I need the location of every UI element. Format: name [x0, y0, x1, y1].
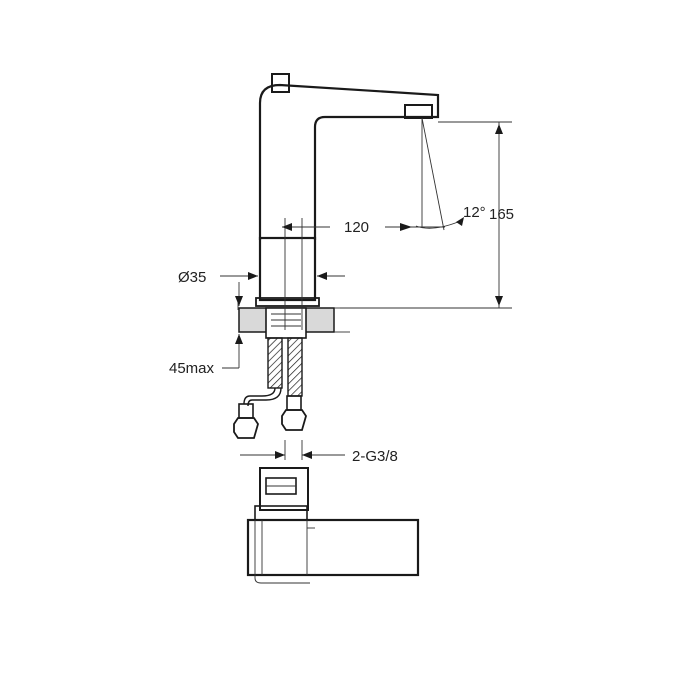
dim-diameter-label: Ø35	[178, 269, 206, 286]
top-view-spout	[246, 518, 420, 577]
top-knob	[271, 73, 290, 93]
deck-section	[238, 307, 350, 339]
flex-hoses	[233, 337, 307, 439]
faucet-top-view	[246, 467, 420, 584]
top-view-knob-block	[259, 467, 309, 511]
aerator	[404, 104, 433, 119]
faucet-base	[258, 236, 317, 302]
connector-right-body	[286, 395, 302, 411]
dim-deck-thickness-label: 45max	[169, 360, 215, 377]
faucet-side-view	[255, 73, 440, 307]
dim-angle: 12°	[415, 117, 486, 231]
dim-diameter: Ø35	[178, 269, 345, 286]
dim-height: 165	[340, 121, 514, 309]
connector-right-nut	[281, 409, 307, 431]
dim-connection: 2-G3/8	[240, 448, 398, 465]
connector-left-body	[238, 403, 254, 419]
dim-reach: 120	[282, 219, 445, 236]
mount-nut	[265, 307, 307, 339]
dim-deck-thickness: 45max	[169, 282, 243, 377]
base-plate	[255, 297, 320, 307]
extension-lines	[237, 218, 303, 460]
dim-angle-label: 12°	[463, 204, 486, 221]
dim-height-label: 165	[489, 206, 514, 223]
faucet-body	[258, 83, 440, 240]
dim-reach-label: 120	[344, 219, 369, 236]
dim-connection-label: 2-G3/8	[352, 448, 398, 465]
hose-left	[267, 337, 283, 389]
connector-left-nut	[233, 417, 259, 439]
top-view-lever	[254, 505, 308, 521]
hose-right	[287, 337, 303, 397]
